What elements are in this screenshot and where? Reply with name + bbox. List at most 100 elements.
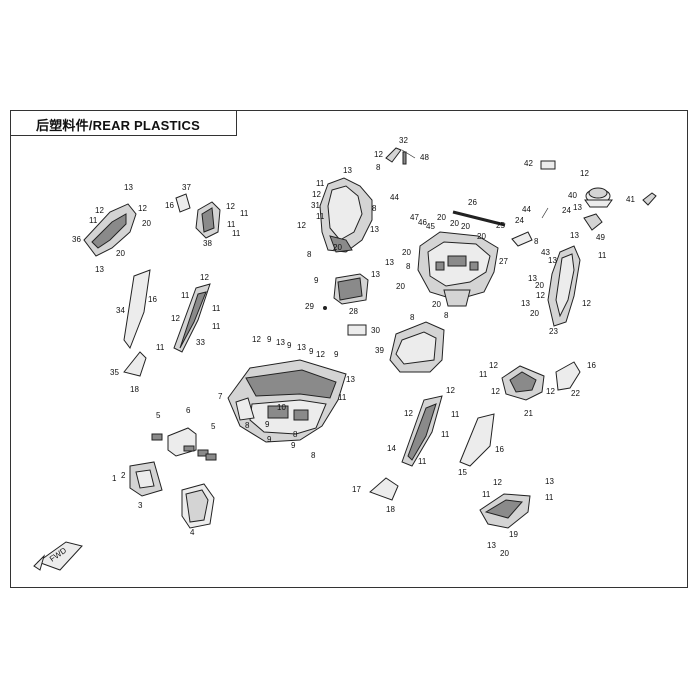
part-center-frame-27 [417,231,499,307]
callout-c9h: 9 [291,441,296,450]
callout-c20c: 20 [450,219,459,228]
callout-c12j: 12 [200,273,209,282]
callout-c13m: 13 [297,343,306,352]
callout-c11p: 11 [418,457,427,466]
callout-c13h: 13 [528,274,537,283]
callout-c12i: 12 [226,202,235,211]
callout-c13k: 13 [95,265,104,274]
callout-c12f: 12 [582,299,591,308]
callout-c8c: 8 [307,250,312,259]
callout-c31: 31 [311,201,320,210]
callout-c8h: 8 [245,421,250,430]
callout-c44a: 44 [390,193,399,202]
callout-c13e: 13 [548,256,557,265]
callout-c13f: 13 [385,258,394,267]
part-panel-38 [195,201,221,239]
part-clip-37 [175,193,191,213]
diagram-title: 后塑料件/REAR PLASTICS [36,118,200,133]
callout-c15: 15 [458,468,467,477]
callout-c23: 23 [549,327,558,336]
callout-c18b: 18 [386,505,395,514]
part-plug-5-right [197,449,217,461]
callout-c13i: 13 [521,299,530,308]
callout-c9e: 9 [334,350,339,359]
callout-c34: 34 [116,306,125,315]
callout-c19: 19 [509,530,518,539]
part-clip-41 [642,192,657,206]
callout-c10: 10 [277,403,286,412]
callout-c12l: 12 [252,335,261,344]
callout-c36: 36 [72,235,81,244]
callout-c20d: 20 [461,222,470,231]
callout-c41: 41 [626,195,635,204]
callout-c12k: 12 [171,314,180,323]
part-panel-21 [501,365,545,401]
callout-c35: 35 [110,368,119,377]
part-corner-35 [123,351,147,377]
callout-c11d: 11 [89,216,98,225]
callout-c9a: 9 [314,276,319,285]
callout-c30: 30 [371,326,380,335]
callout-c12g: 12 [95,206,104,215]
part-side-panel-23 [547,245,581,327]
callout-c5a: 5 [156,411,161,420]
callout-c28: 28 [349,307,358,316]
part-box-28 [333,273,369,305]
callout-c12q: 12 [446,386,455,395]
callout-c14: 14 [387,444,396,453]
callout-c13j: 13 [124,183,133,192]
callout-c16d: 16 [495,445,504,454]
callout-c38: 38 [203,239,212,248]
callout-c17: 17 [352,485,361,494]
callout-c11h: 11 [181,291,190,300]
diagram-frame [10,110,688,588]
callout-c13o: 13 [545,477,554,486]
callout-c6: 6 [186,406,191,415]
callout-c16b: 16 [148,295,157,304]
callout-c49: 49 [596,233,605,242]
part-panel-22 [555,361,581,391]
callout-c20k: 20 [142,219,151,228]
callout-c48: 48 [420,153,429,162]
part-plate-6 [167,427,197,457]
part-bracket-25 [511,231,533,247]
callout-c11j: 11 [212,322,221,331]
part-screw-29 [323,306,327,310]
callout-c11c: 11 [598,251,607,260]
part-panel-39 [389,321,445,373]
part-panel-19 [479,493,531,529]
callout-c45: 45 [426,222,435,231]
callout-c12c: 12 [312,190,321,199]
callout-c46: 46 [418,218,427,227]
callout-c20e: 20 [477,232,486,241]
callout-c16a: 16 [165,201,174,210]
part-rod-26 [452,210,506,227]
part-side-panel-15 [459,413,495,467]
title-box: 后塑料件/REAR PLASTICS [10,110,237,136]
callout-c20b: 20 [437,213,446,222]
callout-c18a: 18 [130,385,139,394]
callout-c7: 7 [218,392,223,401]
callout-c11o: 11 [441,430,450,439]
callout-c12n: 12 [489,361,498,370]
callout-c39: 39 [375,346,384,355]
part-panel-17 [369,477,399,501]
part-housing-31 [319,177,373,253]
callout-c9f: 9 [265,420,270,429]
callout-c8j: 8 [311,451,316,460]
callout-c8b: 8 [372,204,377,213]
fwd-arrow [33,541,83,571]
callout-c11m: 11 [479,370,488,379]
callout-c13b: 13 [343,166,352,175]
callout-c4: 4 [190,528,195,537]
part-plug-5-left [151,433,163,441]
callout-c20a: 20 [333,243,342,252]
callout-c9d: 9 [309,347,314,356]
part-clip-42 [540,160,556,170]
callout-c26: 26 [468,198,477,207]
callout-c43: 43 [541,248,550,257]
callout-c42: 42 [524,159,533,168]
